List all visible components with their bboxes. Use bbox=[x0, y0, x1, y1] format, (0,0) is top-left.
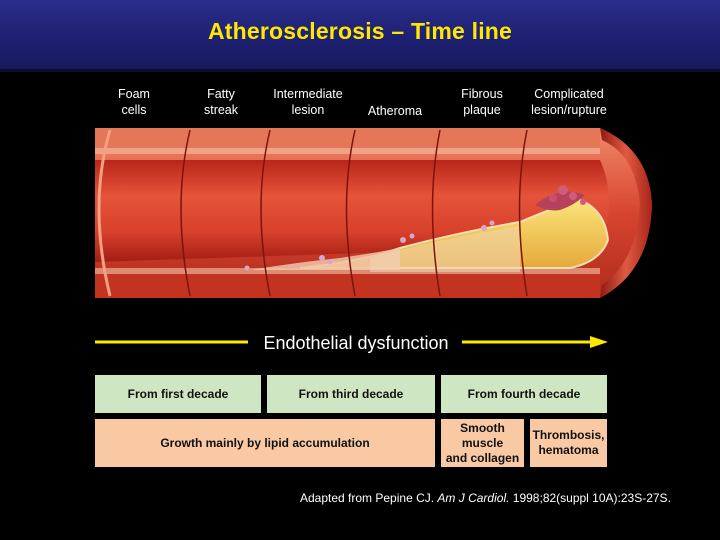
endothelial-dysfunction-label: Endothelial dysfunction bbox=[263, 333, 449, 353]
endothelial-arrow bbox=[95, 336, 608, 348]
growth-box-smooth-muscle: Smooth muscle and collagen bbox=[441, 419, 524, 467]
citation: Adapted from Pepine CJ. Am J Cardiol. 19… bbox=[300, 491, 671, 505]
slide-title-bar bbox=[0, 0, 720, 72]
onset-box-third-decade: From third decade bbox=[267, 375, 435, 413]
arrow-head bbox=[590, 336, 608, 348]
thrombus-rupture bbox=[535, 185, 586, 211]
stage-label-atheroma: Atheroma bbox=[367, 104, 423, 118]
vessel-end-cap bbox=[600, 128, 652, 298]
onset-box-fourth-decade: From fourth decade bbox=[441, 375, 607, 413]
vessel-bottom-wall bbox=[95, 272, 600, 298]
onset-box-first-decade: From first decade bbox=[95, 375, 261, 413]
segment-rings bbox=[97, 129, 528, 297]
stage-label-intermediate-lesion: Intermediate lesion bbox=[273, 87, 343, 117]
slide-title: Atherosclerosis – Time line bbox=[207, 18, 513, 44]
stage-label-complicated-lesion: Complicated lesion/rupture bbox=[531, 87, 607, 117]
citation-journal: Am J Cardiol. bbox=[437, 491, 510, 505]
citation-suffix: 1998;82(suppl 10A):23S-27S. bbox=[509, 491, 671, 505]
citation-prefix: Adapted from Pepine CJ. bbox=[300, 491, 438, 505]
vessel-body bbox=[95, 128, 652, 298]
foam-cell-dots bbox=[244, 220, 495, 271]
stage-label-fibrous-plaque: Fibrous plaque bbox=[461, 87, 503, 117]
growth-box-lipid: Growth mainly by lipid accumulation bbox=[95, 419, 435, 467]
stage-label-foam-cells: Foam cells bbox=[118, 87, 150, 117]
stage-label-fatty-streak: Fatty streak bbox=[203, 87, 239, 117]
growth-box-thrombosis: Thrombosis, hematoma bbox=[530, 419, 607, 467]
fatty-streak-layer bbox=[250, 248, 400, 270]
